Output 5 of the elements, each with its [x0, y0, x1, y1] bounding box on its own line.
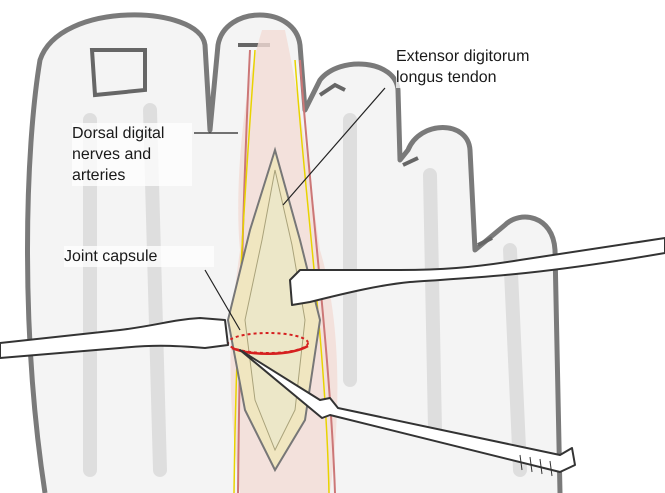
callout-label: Joint capsule — [64, 248, 158, 265]
callout-label: Extensor digitorum longus tendon — [396, 48, 530, 86]
callout-label: Dorsal digital nerves and arteries — [72, 125, 164, 184]
leader-line — [194, 132, 238, 134]
leader-line — [204, 270, 241, 330]
